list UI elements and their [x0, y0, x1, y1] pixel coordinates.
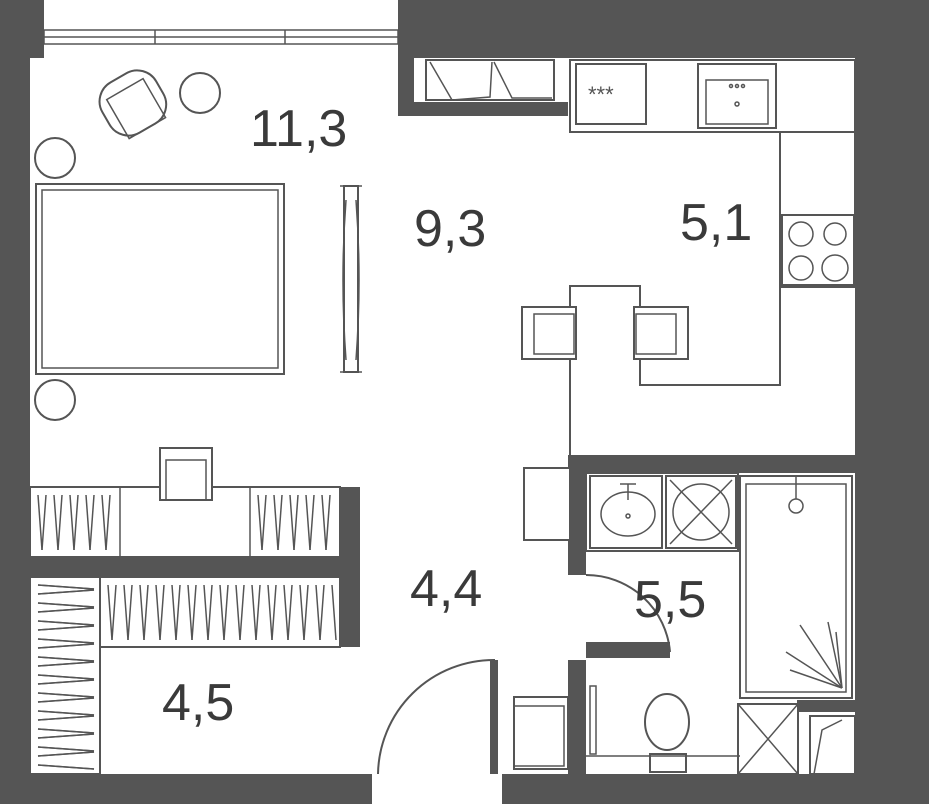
- bed: [35, 183, 285, 375]
- side-table: [179, 72, 221, 114]
- wardrobe-hatch-side: [37, 584, 95, 770]
- entrance-cabinet: [513, 696, 569, 770]
- chair-left: [521, 306, 577, 360]
- wall-left: [0, 0, 30, 804]
- wall-bath-top: [568, 455, 855, 473]
- toilet-tank: [649, 753, 687, 773]
- toilet-bowl: [644, 693, 690, 751]
- hall-cabinet: [523, 467, 571, 541]
- shower-tray: [739, 475, 853, 699]
- wall-niche-bottom: [398, 102, 568, 116]
- window: [43, 29, 399, 45]
- wall-top-left: [0, 0, 44, 58]
- wall-bath-inner: [586, 642, 670, 658]
- wardrobe-hatch-top: [107, 584, 337, 641]
- wall-bath-left-upper: [568, 455, 586, 575]
- bedroom-furniture: [29, 69, 362, 558]
- bathroom-fixtures: [585, 472, 856, 775]
- area-label-hall: 4,4: [410, 560, 482, 618]
- chair-right: [633, 306, 689, 360]
- niche-cabinet: [425, 59, 555, 101]
- kitchen-counter: ***: [569, 59, 856, 288]
- wall-bath-left-lower: [568, 660, 586, 774]
- hob: [781, 214, 855, 286]
- armchair: [98, 69, 168, 140]
- nightstand-top: [34, 137, 76, 179]
- shelf-hatch-right: [257, 494, 331, 551]
- wardrobe: [29, 576, 341, 775]
- area-label-bathroom: 5,5: [634, 571, 706, 629]
- shelf-hatch-left: [37, 494, 111, 551]
- wall-bottom-left: [0, 774, 372, 804]
- area-label-kitchen: 5,1: [680, 194, 752, 252]
- nightstand-bottom: [34, 379, 76, 421]
- bathroom-door: [585, 573, 671, 653]
- wall-wardrobe-right: [340, 487, 360, 647]
- kitchen-sink: [697, 63, 777, 129]
- wall-top-right: [398, 0, 929, 58]
- area-label-wardrobe: 4,5: [162, 674, 234, 732]
- shower-spray: [785, 621, 843, 689]
- desk-chair: [159, 447, 213, 501]
- wall-bottom-right: [502, 774, 929, 804]
- wall-bath-shaft: [797, 700, 855, 712]
- oven: [575, 63, 647, 125]
- entrance-door: [377, 658, 495, 775]
- partition-screen: [340, 185, 362, 373]
- dining-area: [521, 285, 781, 455]
- area-label-living: 11,3: [250, 100, 347, 158]
- area-label-bedroom-zone: 9,3: [414, 200, 486, 258]
- doors: [377, 573, 671, 775]
- wall-niche: [398, 58, 414, 116]
- stove-marks: ***: [588, 82, 614, 107]
- wall-wardrobe: [30, 557, 360, 577]
- wall-right: [855, 0, 929, 804]
